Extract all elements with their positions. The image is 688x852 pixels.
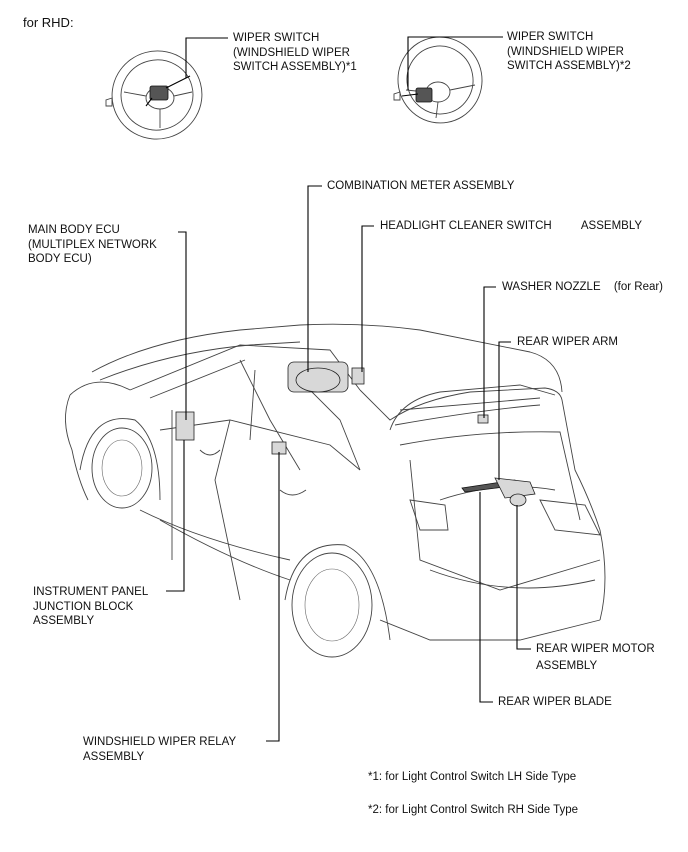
label-rear-wiper-motor: REAR WIPER MOTOR ASSEMBLY — [536, 643, 655, 672]
wiper-switch-rh-part — [401, 87, 433, 103]
washer-nozzle-part — [477, 414, 489, 424]
label-wiper-switch-lh: WIPER SWITCH (WINDSHIELD WIPER SWITCH AS… — [233, 32, 357, 73]
label-combination-meter: COMBINATION METER ASSEMBLY — [327, 180, 515, 192]
label-washer-nozzle: WASHER NOZZLE (for Rear) — [502, 281, 664, 293]
steering-wheel-rh-illustration — [393, 36, 483, 124]
steering-wheel-lh-illustration — [105, 50, 203, 140]
label-wiper-switch-rh: WIPER SWITCH (WINDSHIELD WIPER SWITCH AS… — [507, 31, 631, 72]
wiper-switch-lh-part — [145, 75, 191, 107]
label-rear-wiper-arm: REAR WIPER ARM — [517, 336, 618, 348]
label-wiper-relay: WINDSHIELD WIPER RELAY ASSEMBLY — [83, 736, 237, 763]
rear-wiper-arm-part — [494, 477, 536, 499]
label-main-body-ecu: MAIN BODY ECU (MULTIPLEX NETWORK BODY EC… — [28, 224, 157, 265]
label-instrument-panel-jb: INSTRUMENT PANEL JUNCTION BLOCK ASSEMBLY — [33, 586, 149, 627]
headlight-cleaner-switch-part — [351, 367, 365, 385]
leader-lines — [166, 36, 531, 742]
page-title: for RHD: — [23, 15, 74, 30]
main-body-ecu-part — [175, 411, 195, 441]
footnote-1: *1: for Light Control Switch LH Side Typ… — [368, 771, 577, 783]
component-parts — [175, 361, 536, 507]
footnote-2: *2: for Light Control Switch RH Side Typ… — [368, 804, 579, 816]
rear-wiper-motor-part — [509, 493, 527, 507]
label-headlight-cleaner-switch: HEADLIGHT CLEANER SWITCH ASSEMBLY — [380, 220, 643, 232]
car-body-illustration — [65, 323, 606, 658]
label-rear-wiper-blade: REAR WIPER BLADE — [498, 696, 612, 708]
